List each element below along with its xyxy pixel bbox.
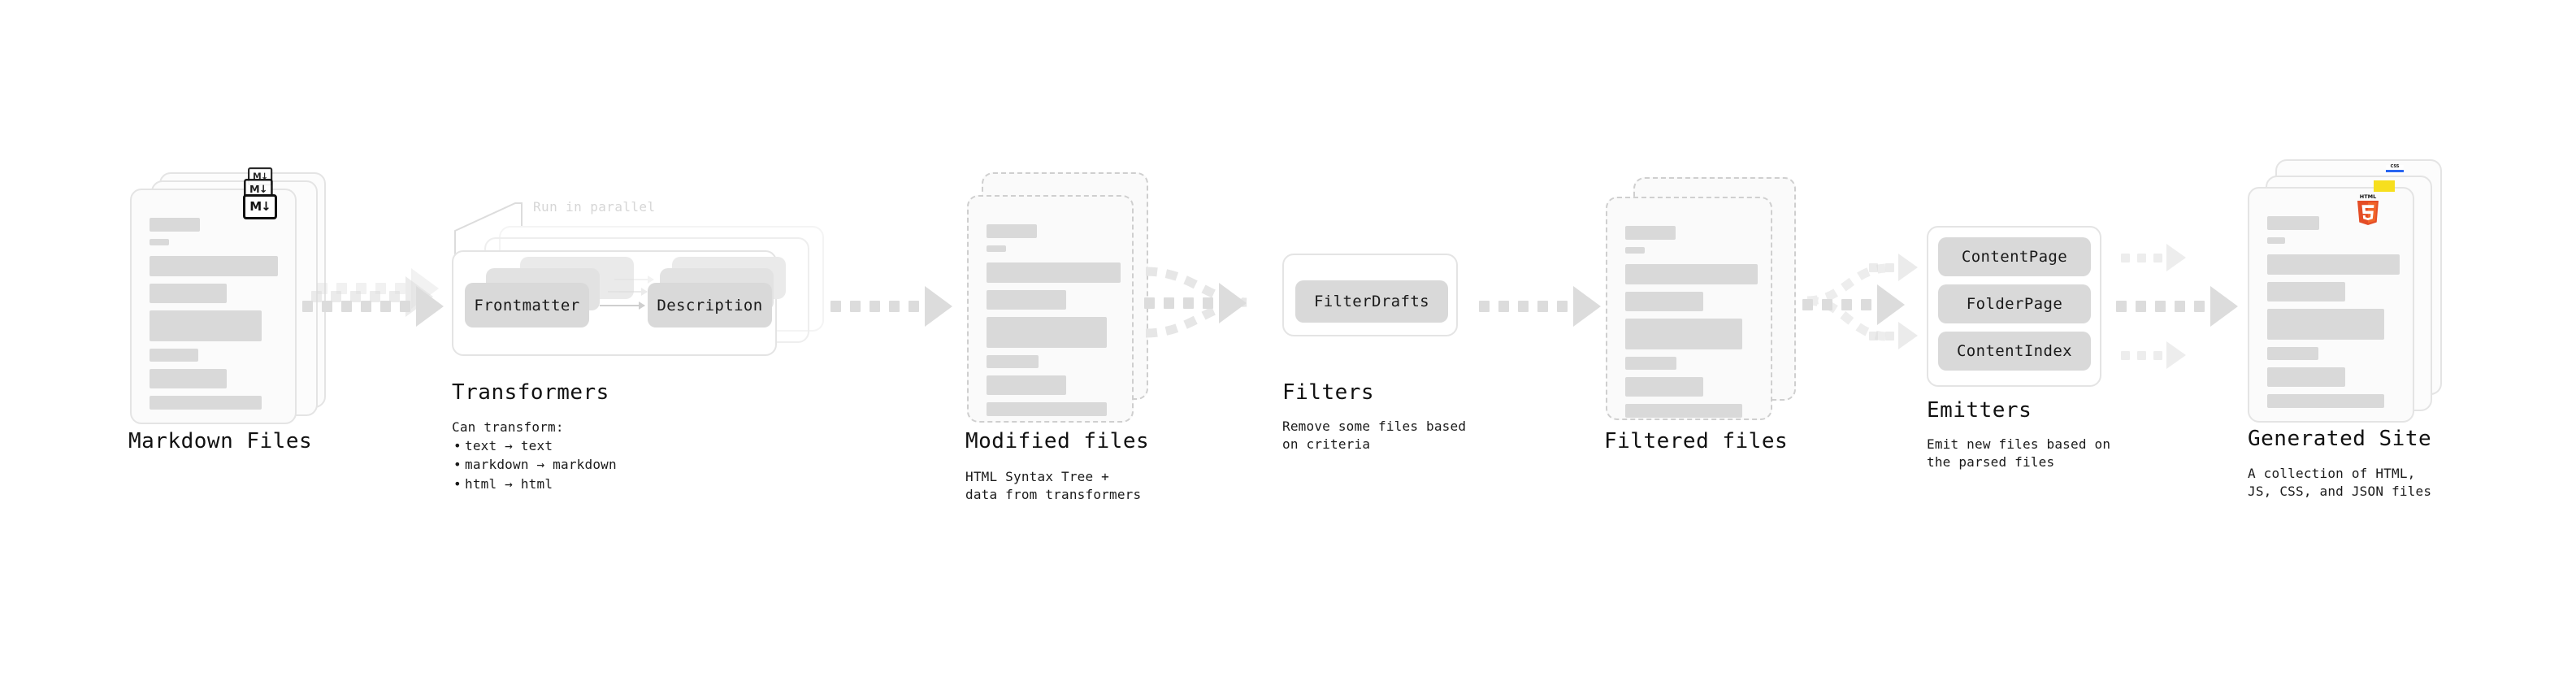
- transformers-bullet-0: text → text: [452, 436, 617, 455]
- generated-site-title: Generated Site: [2248, 427, 2432, 451]
- emitter-pill-contentpage-label: ContentPage: [1961, 248, 2068, 266]
- emitters-title: Emitters: [1927, 398, 2032, 423]
- run-in-parallel-note: Run in parallel: [533, 199, 656, 215]
- transformer-pill-frontmatter-label: Frontmatter: [474, 296, 580, 314]
- transformers-capabilities: Can transform: text → text markdown → ma…: [452, 418, 617, 493]
- modified-files-subtitle: HTML Syntax Tree + data from transformer…: [965, 469, 1142, 502]
- filter-pill-filterdrafts[interactable]: FilterDrafts: [1295, 280, 1448, 323]
- emitter-pill-contentindex-label: ContentIndex: [1956, 342, 2073, 360]
- split-curves-emitters: [1806, 263, 1886, 341]
- filters-subtitle: Remove some files based on criteria: [1282, 419, 1467, 452]
- css-badge-text: CSS: [2390, 164, 2400, 169]
- css-badge-underline: [2386, 170, 2404, 172]
- filtered-files-title: Filtered files: [1604, 429, 1789, 453]
- transformer-inner-arrow-front: [600, 301, 645, 310]
- filtered-card-bars: [1625, 226, 1758, 425]
- transformer-pill-description[interactable]: Description: [648, 283, 772, 327]
- svg-text:HTML: HTML: [2360, 193, 2376, 200]
- markdown-badge-mid-text: M↓: [249, 183, 268, 196]
- emitter-pill-contentpage[interactable]: ContentPage: [1938, 237, 2091, 276]
- arrow-filters-to-filtered: [1479, 286, 1601, 327]
- emitter-pill-folderpage[interactable]: FolderPage: [1938, 284, 2091, 323]
- transformers-title: Transformers: [452, 380, 609, 405]
- generated-card-bars: [2267, 216, 2400, 415]
- emitter-pill-contentindex[interactable]: ContentIndex: [1938, 332, 2091, 371]
- modified-files-title: Modified files: [965, 429, 1150, 453]
- filter-pill-filterdrafts-label: FilterDrafts: [1313, 293, 1430, 310]
- arrow-transformers-to-modified: [830, 286, 952, 327]
- markdown-card-bars: [150, 218, 278, 417]
- transformer-inner-arrow-mid: [608, 288, 648, 296]
- html5-shield-icon: HTML: [2357, 193, 2379, 225]
- markdown-badge-front-text: M↓: [249, 199, 271, 214]
- markdown-card-front: [130, 189, 297, 424]
- filtered-card-front: [1606, 197, 1772, 420]
- markdown-badge-back-text: M↓: [252, 171, 268, 182]
- run-in-parallel-leader: [454, 202, 523, 270]
- emitters-subtitle: Emit new files based on the parsed files: [1927, 436, 2111, 470]
- modified-card-bars: [987, 224, 1121, 423]
- generated-site-subtitle: A collection of HTML, JS, CSS, and JSON …: [2248, 466, 2432, 499]
- transformers-bullet-2: html → html: [452, 475, 617, 493]
- filters-title: Filters: [1282, 380, 1375, 405]
- html5-badge: HTML: [2353, 192, 2383, 226]
- transformers-bullet-1: markdown → markdown: [452, 455, 617, 474]
- transformer-pill-frontmatter[interactable]: Frontmatter: [465, 283, 589, 327]
- markdown-badge-front: M↓: [243, 194, 277, 219]
- generated-card-front: [2248, 187, 2414, 423]
- transformer-pill-description-label: Description: [657, 296, 763, 314]
- markdown-files-title: Markdown Files: [128, 429, 313, 453]
- js-badge: [2374, 180, 2395, 192]
- modified-card-front: [967, 195, 1134, 423]
- css-badge: CSS: [2386, 165, 2404, 174]
- transformer-inner-arrow-back: [614, 275, 654, 284]
- transformers-capabilities-head: Can transform:: [452, 419, 564, 435]
- emitter-pill-folderpage-label: FolderPage: [1966, 295, 2063, 313]
